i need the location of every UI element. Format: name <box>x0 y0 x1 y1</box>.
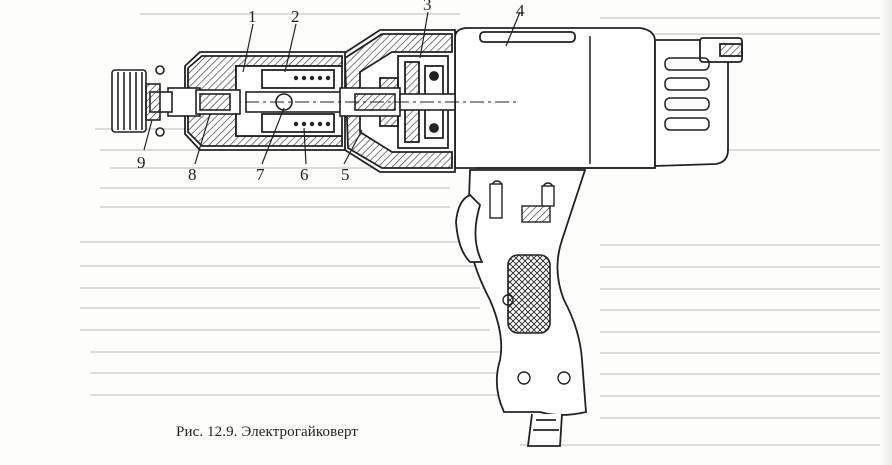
callout-numbers: 1 2 3 4 5 6 7 8 9 <box>137 0 525 184</box>
callout-9: 9 <box>137 153 146 172</box>
page-edge-shadow <box>880 0 892 465</box>
background-text-lines <box>80 13 880 446</box>
motor-slots <box>475 36 710 169</box>
leader-lines <box>143 11 521 165</box>
callout-6: 6 <box>300 165 309 184</box>
callout-8: 8 <box>188 165 197 184</box>
callout-3: 3 <box>423 0 432 14</box>
grip-insert <box>507 254 551 334</box>
motor-housing <box>454 27 743 169</box>
callout-4: 4 <box>516 1 525 20</box>
callout-1: 1 <box>248 7 257 26</box>
figure-caption: Рис. 12.9. Электрогайковерт <box>176 424 359 440</box>
switch-block <box>489 183 555 223</box>
callout-2: 2 <box>291 7 300 26</box>
spring <box>293 75 331 127</box>
callout-5: 5 <box>341 165 350 184</box>
spindle <box>149 87 241 117</box>
socket-head <box>111 65 165 137</box>
callout-7: 7 <box>256 165 265 184</box>
